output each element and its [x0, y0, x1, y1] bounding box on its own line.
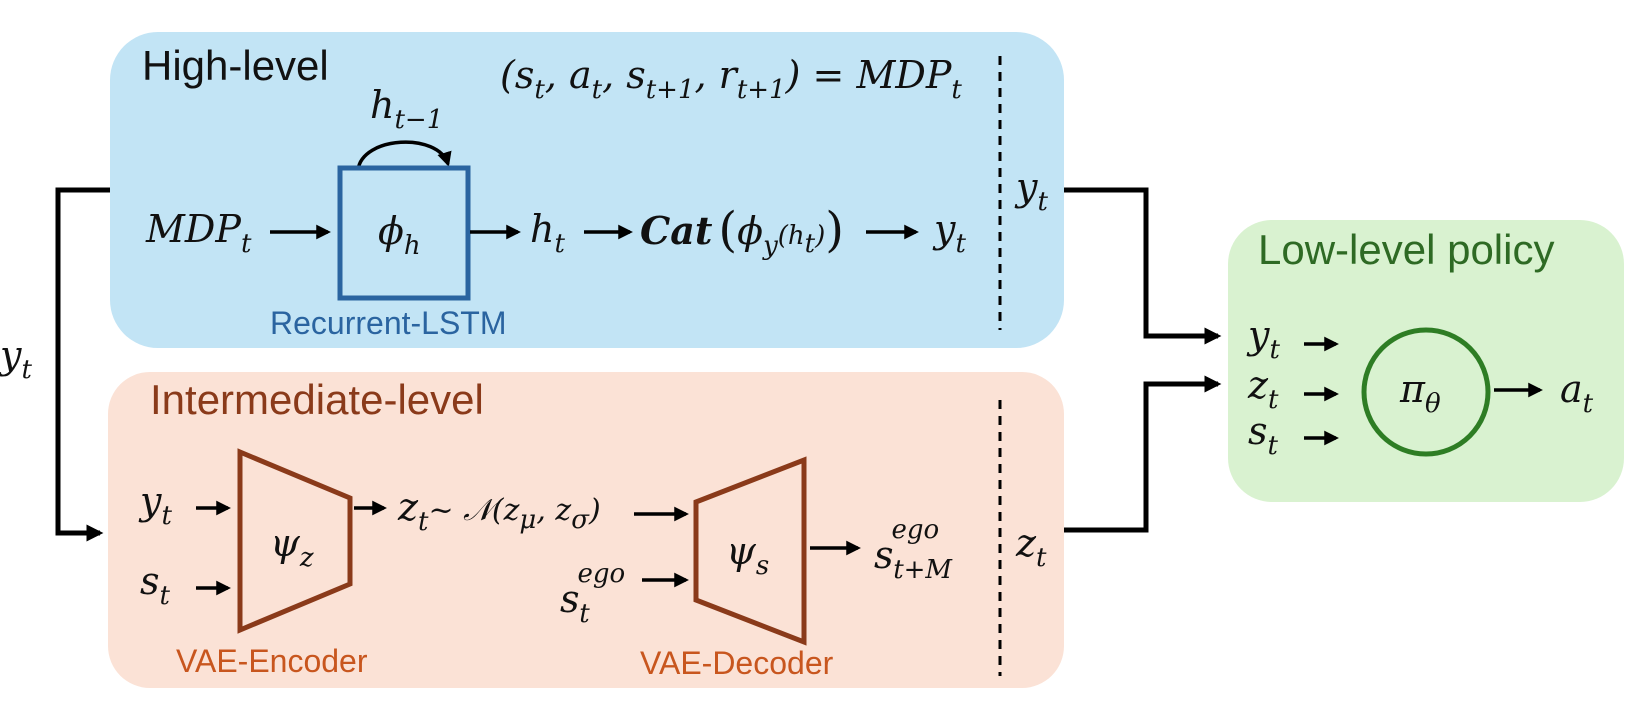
policy-input-st: st: [1248, 409, 1279, 461]
intermediate-level-side-output: zt: [1015, 521, 1047, 573]
lstm-block: [337, 165, 471, 301]
vae-encoder-block: [237, 448, 353, 634]
hidden-state: ht: [530, 207, 565, 259]
latent-distribution: zt~ 𝒩(zμ, zσ): [397, 485, 601, 537]
decoder-symbol: ψs: [726, 529, 769, 581]
lstm-label: Recurrent-LSTM: [270, 305, 507, 341]
decoder-label: VAE-Decoder: [640, 645, 834, 681]
encoder-label: VAE-Encoder: [176, 643, 368, 679]
intermediate-level-title: Intermediate-level: [150, 376, 484, 423]
high-level-side-output: yt: [1014, 165, 1048, 217]
feedback-label: yt: [0, 333, 32, 385]
policy-input-yt: yt: [1246, 313, 1280, 365]
high-level-output: yt: [932, 207, 966, 259]
mdp-input: MDPt: [145, 207, 252, 259]
recurrence-arrow: [356, 140, 452, 171]
encoder-input-st: st: [140, 559, 171, 611]
lstm-symbol: ϕh: [378, 209, 421, 261]
action-output: at: [1560, 367, 1594, 419]
policy-symbol: πθ: [1399, 367, 1441, 419]
high-level-panel: [110, 32, 1064, 348]
recurrent-state-label: ht−1: [370, 83, 443, 135]
low-level-title: Low-level policy: [1258, 226, 1554, 273]
yt-to-policy-wire: [1064, 187, 1222, 345]
encoder-symbol: ψz: [270, 521, 314, 573]
vae-decoder-block: [693, 456, 807, 646]
mdp-tuple: (st, at, st+1, rt+1) = MDPt: [500, 53, 962, 105]
encoder-input-yt: yt: [138, 479, 172, 531]
intermediate-level-panel: [108, 372, 1064, 688]
high-level-title: High-level: [142, 42, 329, 89]
policy-input-zt: zt: [1247, 363, 1279, 415]
policy-node: [1361, 327, 1491, 457]
feedback-wire: [55, 187, 110, 542]
categorical-expression: Cat(ϕy(ht)): [640, 202, 844, 261]
zt-to-policy-wire: [1064, 375, 1222, 533]
